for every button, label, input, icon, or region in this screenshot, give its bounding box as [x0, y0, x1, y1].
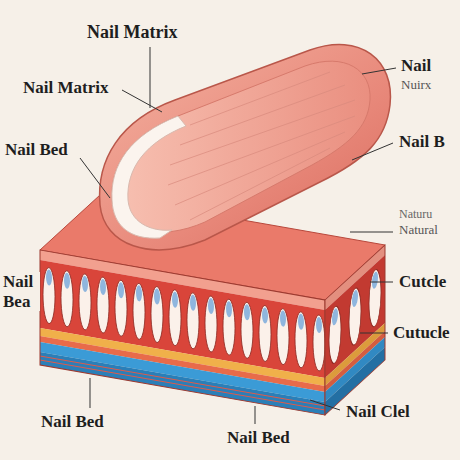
part-label: Nail B [398, 132, 446, 152]
illustration-part [172, 291, 178, 308]
illustration-part [43, 267, 55, 325]
illustration-part [64, 272, 70, 289]
part-label: Naturu [398, 208, 433, 222]
illustration-part [97, 276, 109, 334]
illustration-part [43, 267, 325, 372]
illustration-part [40, 250, 325, 415]
illustration-part [46, 269, 52, 286]
illustration-part [372, 269, 378, 291]
illustration-part [79, 273, 91, 331]
illustration-part [223, 298, 235, 356]
part-label: Nail Matrix [22, 78, 109, 98]
illustration-part [168, 116, 355, 185]
nail-ridges [168, 72, 355, 220]
part-label: Natural [398, 223, 439, 238]
illustration-part [349, 283, 361, 350]
illustration-part [180, 85, 345, 145]
illustration-part [329, 265, 381, 369]
illustration-part [90, 378, 91, 408]
illustration-part [118, 282, 124, 299]
part-label: Nail Bed [40, 412, 105, 432]
illustration-part [259, 304, 271, 362]
illustration-part [370, 282, 393, 283]
illustration-part [329, 301, 341, 368]
illustration-part [262, 307, 268, 324]
illustration-part [190, 294, 196, 311]
illustration-part [241, 301, 253, 359]
leader-lines [80, 47, 396, 424]
illustration-part [154, 288, 160, 305]
illustration-part [136, 285, 142, 302]
illustration-part [190, 148, 330, 220]
illustration-part [362, 68, 396, 74]
illustration-part [187, 292, 199, 350]
illustration-part [310, 400, 340, 410]
illustration-part [82, 275, 88, 292]
part-label: Nail Bed [226, 428, 291, 448]
side-face [325, 245, 385, 415]
nail-body [100, 44, 391, 249]
illustration-part [280, 310, 286, 327]
part-label: Nail Clel [345, 402, 411, 422]
illustration-part [277, 308, 289, 366]
part-label: Cutucle [392, 323, 451, 343]
illustration-part [80, 158, 110, 198]
illustration-part [352, 143, 393, 160]
illustration-part [244, 304, 250, 321]
illustration-part [115, 279, 127, 337]
illustration-part [298, 313, 304, 330]
illustration-part [150, 47, 151, 108]
part-label: Nuirx [400, 78, 432, 93]
part-label: Cutcle [398, 272, 447, 292]
illustration-part [190, 72, 330, 125]
illustration-part [169, 289, 181, 347]
illustration-part [151, 285, 163, 343]
front-face [40, 250, 325, 415]
illustration-part [226, 301, 232, 318]
illustration-part [133, 282, 145, 340]
illustration-part [40, 360, 325, 410]
illustration-part [350, 232, 393, 233]
illustration-part [313, 314, 325, 372]
illustration-part [325, 245, 385, 415]
illustration-part [175, 132, 345, 205]
illustration-part [360, 333, 388, 334]
part-label: Nail Matrix [86, 22, 178, 43]
part-label: Nail Bea [2, 272, 40, 311]
illustration-part [332, 306, 338, 328]
illustration-part [100, 279, 106, 296]
illustration-part [369, 265, 381, 332]
illustration-part [316, 316, 322, 333]
illustration-part [255, 406, 256, 424]
illustration-part [352, 288, 358, 310]
part-label: Nail [400, 56, 432, 76]
illustration-part [61, 270, 73, 328]
lunula [112, 116, 186, 238]
part-label: Nail Bed [4, 140, 69, 160]
illustration-part [122, 90, 162, 112]
illustration-part [170, 100, 355, 165]
illustration-part [295, 311, 307, 369]
illustration-part [205, 295, 217, 353]
illustration-part [208, 297, 214, 314]
